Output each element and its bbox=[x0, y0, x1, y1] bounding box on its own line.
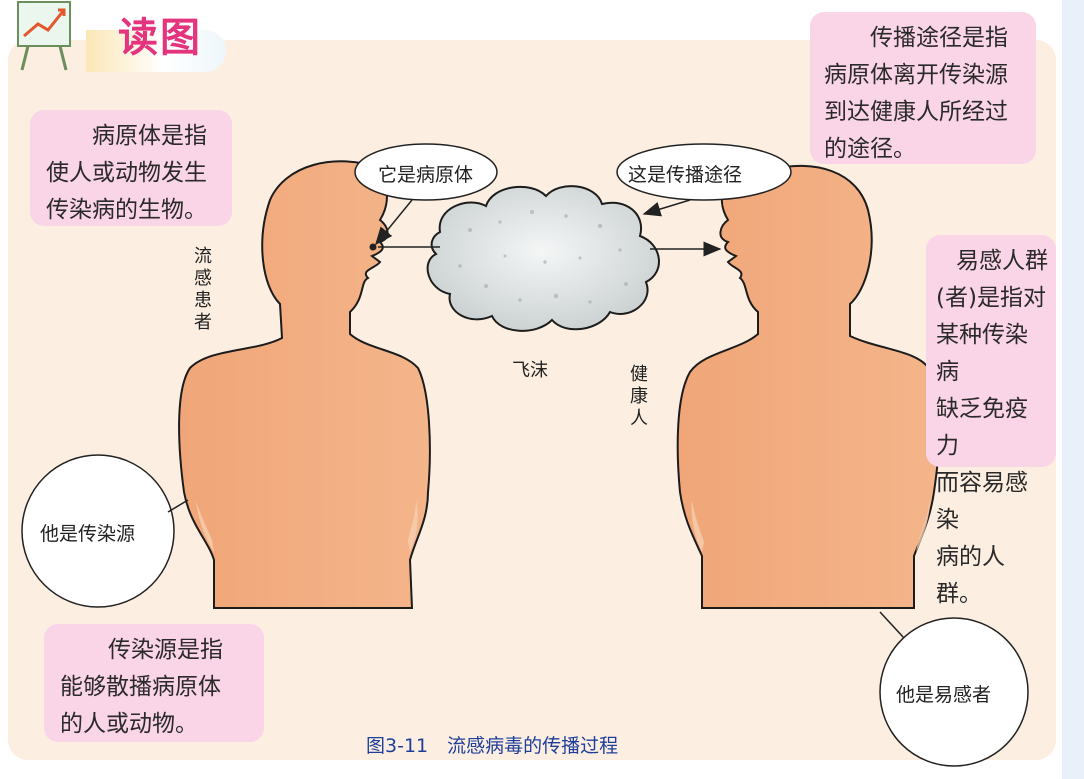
note-line: 而容易感染 bbox=[936, 470, 1028, 533]
healthy-arm-shading bbox=[691, 500, 704, 552]
note-line: 缺乏免疫力 bbox=[936, 396, 1028, 459]
label-flu-patient: 流感患者 bbox=[191, 246, 212, 334]
healthy-arm-shading bbox=[916, 500, 930, 552]
bubble-route bbox=[616, 143, 792, 201]
chart-board-icon bbox=[17, 1, 71, 71]
droplet-cloud bbox=[426, 185, 660, 332]
bubble-susceptible-pointer bbox=[879, 611, 905, 639]
bubble-pathogen-pointer bbox=[375, 199, 413, 246]
bubble-route-pointer bbox=[642, 199, 691, 217]
bubble-source-text: 他是传染源 bbox=[40, 523, 136, 545]
patient-arm-shading bbox=[408, 500, 418, 552]
label-healthy-person: 健康人 bbox=[627, 364, 648, 430]
note-line: 传播途径是指 bbox=[870, 25, 1008, 51]
bubble-source bbox=[21, 454, 175, 608]
bubble-route-text: 这是传播途径 bbox=[628, 164, 743, 186]
note-line: (者)是指对 bbox=[936, 285, 1046, 311]
bubble-susceptible bbox=[879, 617, 1029, 767]
note-transmission-route: 传播途径是指 病原体离开传染源 到达健康人所经过 的途径。 bbox=[810, 12, 1036, 164]
note-infection-source: 传染源是指 能够散播病原体 的人或动物。 bbox=[44, 624, 264, 742]
patient-arm-shading bbox=[196, 500, 214, 552]
note-line: 的人或动物。 bbox=[60, 711, 198, 737]
healthy-silhouette bbox=[676, 164, 941, 609]
note-line: 传染源是指 bbox=[108, 637, 223, 663]
figure-caption: 图3-11 流感病毒的传播过程 bbox=[366, 735, 619, 757]
bubble-pathogen bbox=[354, 143, 498, 201]
note-pathogen: 病原体是指 使人或动物发生 传染病的生物。 bbox=[30, 110, 232, 226]
note-line: 病的人群。 bbox=[936, 544, 1005, 607]
note-line: 使人或动物发生 bbox=[46, 160, 207, 186]
note-line: 病原体离开传染源 bbox=[824, 62, 1008, 88]
bubble-susceptible-text: 他是易感者 bbox=[896, 684, 992, 706]
note-line: 传染病的生物。 bbox=[46, 197, 207, 223]
bubble-pathogen-text: 它是病原体 bbox=[378, 164, 474, 186]
note-line: 某种传染病 bbox=[936, 322, 1028, 385]
note-line: 的途径。 bbox=[824, 136, 916, 162]
note-line: 能够散播病原体 bbox=[60, 674, 221, 700]
section-title: 读图 bbox=[118, 15, 202, 61]
pathogen-dot bbox=[369, 243, 377, 251]
header-banner bbox=[86, 30, 226, 72]
note-line: 到达健康人所经过 bbox=[824, 99, 1008, 125]
note-line: 易感人群 bbox=[956, 248, 1048, 274]
bubble-source-pointer bbox=[167, 499, 189, 513]
note-susceptible-population: 易感人群 (者)是指对 某种传染病 缺乏免疫力 而容易感染 病的人群。 bbox=[926, 235, 1056, 607]
patient-silhouette bbox=[178, 160, 431, 609]
label-droplets: 飞沫 bbox=[512, 360, 548, 381]
note-line: 病原体是指 bbox=[92, 123, 207, 149]
droplet-speckles bbox=[458, 210, 628, 304]
page-edge-strip bbox=[1062, 0, 1084, 779]
